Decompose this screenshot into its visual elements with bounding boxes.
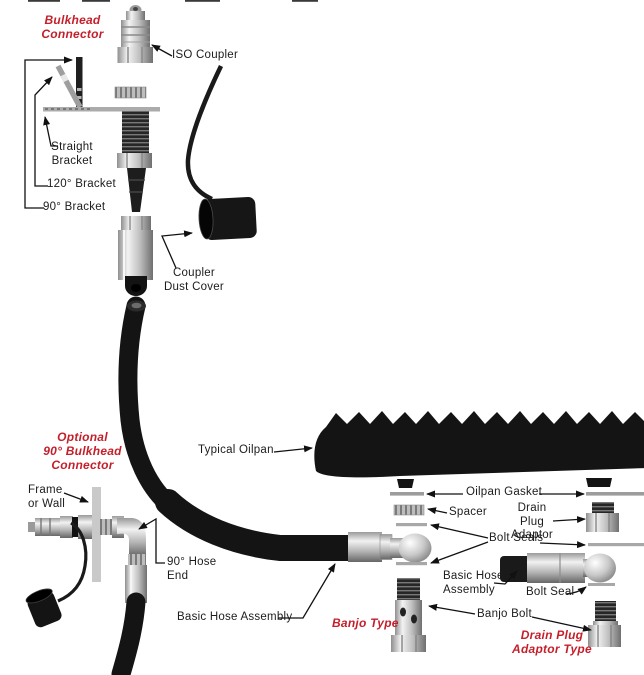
bracket-90-leader [24, 56, 73, 209]
dust-cover-leader [161, 230, 193, 269]
label-typical-oilpan: Typical Oilpan [198, 444, 274, 456]
label-banjo-type: Banjo Type [332, 616, 399, 630]
label-basic-hose-assembly: Basic Hose Assembly [177, 611, 293, 623]
oilpan-gaskets [390, 492, 644, 496]
oilpan [314, 411, 644, 488]
typical-oilpan-leader [273, 445, 313, 453]
banjo-bolt-leader-right [531, 616, 592, 632]
coupler-dust-cover [198, 197, 257, 240]
quick-coupler [118, 216, 153, 296]
frame-wall [92, 487, 101, 582]
label-coupler-dust-cover: Coupler Dust Cover [163, 267, 225, 293]
frame-wall-leader [63, 492, 89, 503]
hose-end-fitting [348, 532, 432, 563]
bracket-120-leader [34, 76, 53, 187]
label-banjo-bolt: Banjo Bolt [477, 608, 532, 620]
leader-lines [24, 44, 592, 632]
bulkhead-connector-assembly [28, 515, 147, 675]
banjo-bolt-right [588, 601, 621, 647]
bracket-120 [55, 64, 83, 109]
label-drain-plug-adaptor-type: Drain Plug Adaptor Type [512, 628, 592, 656]
banjo-bolt-left [391, 578, 426, 652]
label-spacer: Spacer [449, 506, 487, 518]
label-90-bracket: 90° Bracket [43, 201, 106, 213]
bolt-seal-leader [565, 586, 587, 595]
label-90-hose-end: 90° Hose End [167, 556, 217, 582]
bolt-seals-leader-up [430, 523, 489, 539]
label-bolt-seal: Bolt Seal [526, 586, 575, 598]
basic-hose-leader [278, 563, 336, 619]
iso-coupler-leader [151, 44, 173, 57]
dust-cover-lanyard [185, 65, 224, 202]
bolt-seals-leader-down [430, 541, 489, 564]
dust-cap [25, 521, 88, 628]
bracket-90 [76, 57, 83, 109]
banjo-hose-assembly [500, 553, 616, 583]
label-frame-or-wall: Frame or Wall [28, 484, 66, 510]
iso-coupler [117, 5, 153, 63]
label-straight-bracket: Straight Bracket [51, 141, 93, 167]
label-iso-coupler: ISO Coupler [172, 49, 239, 61]
spacer-nut [114, 86, 147, 99]
label-bulkhead-connector: Bulkhead Connector [41, 13, 104, 41]
threaded-stud [117, 110, 152, 212]
top-edge-artifact [28, 0, 318, 2]
bolt-seal-strip [588, 583, 615, 586]
basic-hose-banjo-leader [493, 570, 518, 585]
label-oilpan-gasket: Oilpan Gasket [466, 486, 543, 498]
spacer-block [393, 504, 425, 516]
label-optional-bulkhead: Optional 90° Bulkhead Connector [43, 430, 122, 472]
label-basic-hose-assembly-banjo: Basic Hose Assembly [443, 570, 504, 596]
drain-plug-adaptor [586, 502, 619, 532]
straight-bracket-leader [43, 116, 58, 147]
hose-end-90-leader [138, 517, 165, 564]
label-bolt-seals: Bolt Seals [489, 532, 544, 544]
straight-bracket [43, 107, 160, 112]
spacer-leader [427, 507, 448, 515]
bolt-seals [396, 523, 644, 566]
main-hose [118, 296, 365, 561]
label-120-bracket: 120° Bracket [47, 178, 116, 190]
banjo-bolt-leader-left [428, 603, 476, 615]
drain-plug-adaptor-leader [552, 516, 586, 523]
label-drain-plug-adaptor: Drain Plug Adaptor [510, 502, 554, 541]
bolt-seals-leader-right [539, 541, 586, 549]
